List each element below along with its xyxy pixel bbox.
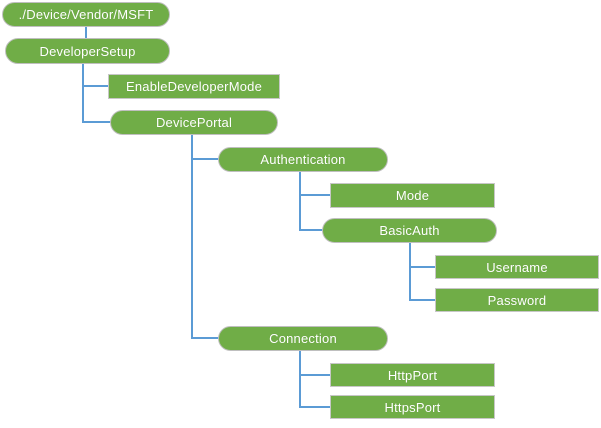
node-httpport[interactable]: HttpPort <box>330 363 495 387</box>
node-label-username: Username <box>486 259 548 275</box>
node-label-basicauth: BasicAuth <box>379 223 440 238</box>
node-deviceportal[interactable]: DevicePortal <box>110 110 278 135</box>
node-label-enabledevelopermode: EnableDeveloperMode <box>125 79 263 94</box>
node-label-httpsport: HttpsPort <box>384 399 441 415</box>
node-httpsport[interactable]: HttpsPort <box>330 395 495 419</box>
node-label-deviceportal: DevicePortal <box>155 115 233 130</box>
node-label-connection: Connection <box>269 331 337 346</box>
node-label-password: Password <box>487 292 547 308</box>
node-label-mode: Mode <box>395 188 430 203</box>
node-label-httpport: HttpPort <box>387 367 438 383</box>
node-basicauth[interactable]: BasicAuth <box>322 218 497 243</box>
node-label-root: ./Device/Vendor/MSFT <box>18 7 154 22</box>
node-developersetup[interactable]: DeveloperSetup <box>5 38 170 64</box>
node-connection[interactable]: Connection <box>218 326 388 351</box>
node-label-authentication: Authentication <box>260 152 346 167</box>
node-mode[interactable]: Mode <box>330 183 495 208</box>
node-label-developersetup: DeveloperSetup <box>39 43 136 59</box>
node-root[interactable]: ./Device/Vendor/MSFT <box>2 2 170 27</box>
node-enabledevelopermode[interactable]: EnableDeveloperMode <box>108 74 280 99</box>
node-password[interactable]: Password <box>435 288 599 312</box>
node-authentication[interactable]: Authentication <box>218 147 388 172</box>
node-username[interactable]: Username <box>435 255 599 279</box>
